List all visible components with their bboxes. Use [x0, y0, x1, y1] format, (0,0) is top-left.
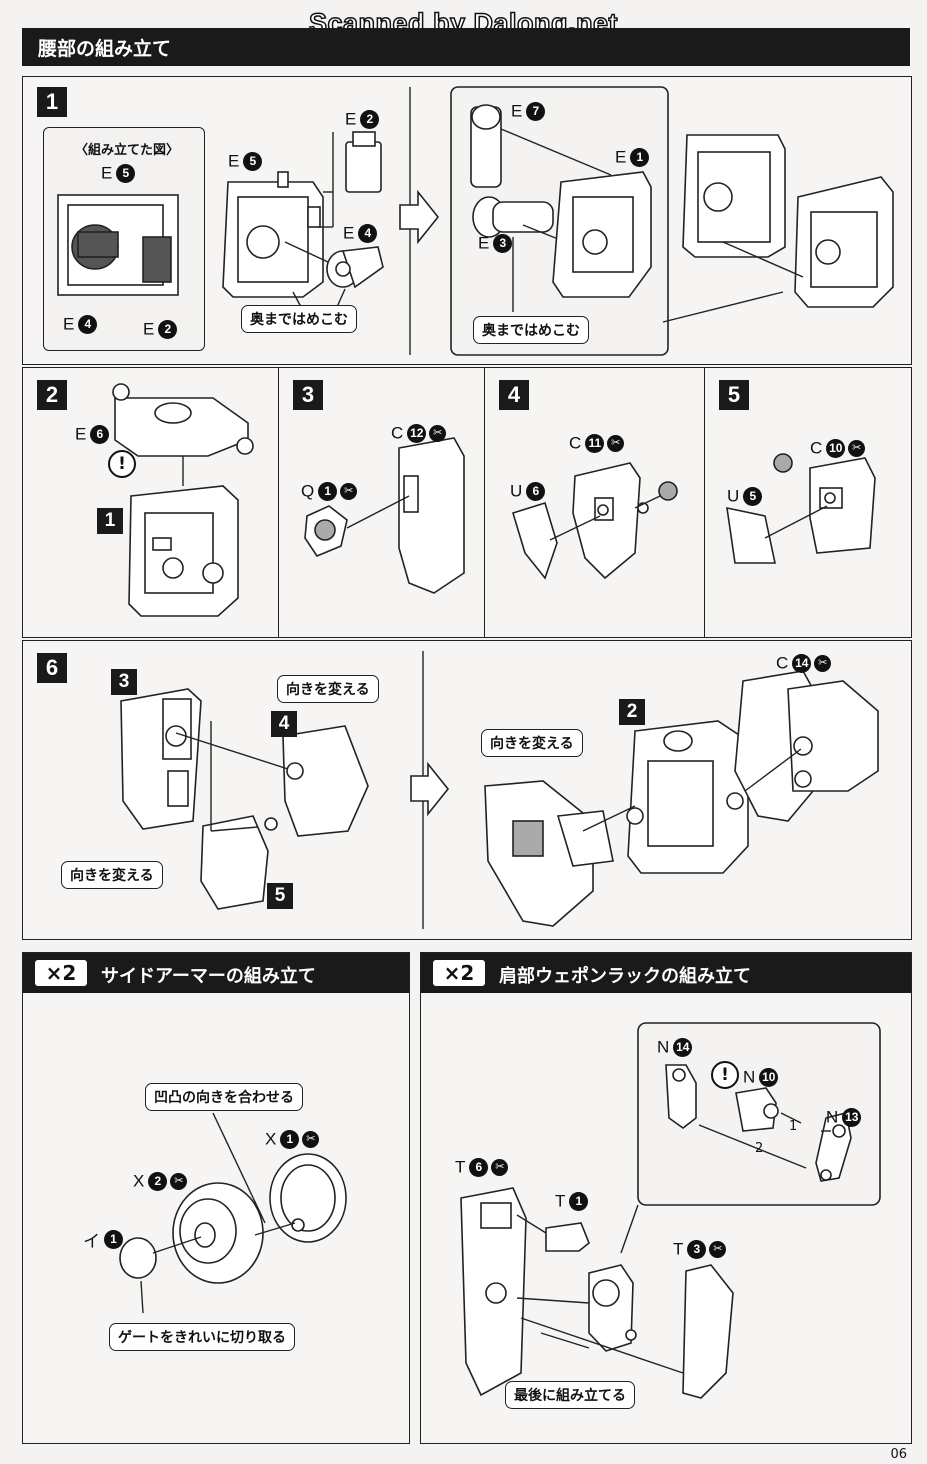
step-number: 1 — [37, 87, 67, 117]
turn-callout-3: 向きを変える — [481, 729, 583, 757]
cut-icon: ✂ — [170, 1173, 188, 1191]
step-1-illustration — [57, 86, 894, 356]
cut-icon: ✂ — [709, 1241, 727, 1259]
cut-icon: ✂ — [607, 435, 625, 453]
weapon-rack-illustration — [460, 1022, 881, 1399]
cut-icon: ✂ — [429, 425, 447, 443]
step-6-illustration — [120, 651, 879, 929]
step-number: 2 — [37, 380, 67, 410]
cut-icon: ✂ — [302, 1131, 320, 1149]
align-callout: 凹凸の向きを合わせる — [145, 1083, 303, 1111]
step-number: 5 — [719, 380, 749, 410]
cut-icon: ✂ — [340, 483, 358, 501]
order-2: 2 — [755, 1141, 764, 1156]
ref-step-1: 1 — [97, 508, 123, 534]
step-2-illustration — [112, 383, 254, 617]
turn-callout-1: 向きを変える — [277, 675, 379, 703]
press-fully-callout-2: 奥まではめこむ — [473, 316, 589, 344]
assemble-last-callout: 最後に組み立てる — [505, 1381, 635, 1409]
press-fully-callout: 奥まではめこむ — [241, 305, 357, 333]
order-1: 1 — [789, 1119, 798, 1134]
inset-title: 〈組み立てた図〉 — [75, 142, 180, 157]
weapon-rack-title: 肩部ウェポンラックの組み立て — [499, 966, 751, 987]
turn-callout-2: 向きを変える — [61, 861, 163, 889]
side-armor-illustration — [119, 1112, 347, 1314]
ref-step-2: 2 — [619, 699, 645, 725]
gate-callout: ゲートをきれいに切り取る — [109, 1323, 295, 1351]
side-armor-title: サイドアーマーの組み立て — [101, 966, 316, 987]
multiplier-badge: ×2 — [35, 960, 87, 986]
step-number: 6 — [37, 653, 67, 683]
step-6-panel: 6 3 向きを変える 4 向きを — [22, 640, 912, 940]
section-title: 腰部の組み立て — [38, 38, 172, 60]
ref-step-5: 5 — [267, 883, 293, 909]
cut-icon: ✂ — [491, 1159, 509, 1177]
ref-step-4: 4 — [271, 711, 297, 737]
page-number: 06 — [890, 1447, 907, 1462]
cut-icon: ✂ — [814, 655, 832, 673]
section-header: 腰部の組み立て — [22, 28, 910, 66]
step-3-illustration — [304, 437, 465, 594]
caution-icon: ! — [108, 450, 136, 478]
step-5-illustration — [726, 453, 876, 564]
step-1-panel: 1 〈組み立てた図〉 — [22, 76, 912, 365]
step-4-illustration — [512, 462, 678, 580]
multiplier-badge: ×2 — [433, 960, 485, 986]
ref-step-3: 3 — [111, 669, 137, 695]
caution-icon: ! — [711, 1061, 739, 1089]
weapon-rack-header: ×2 肩部ウェポンラックの組み立て — [421, 953, 911, 993]
step-number: 3 — [293, 380, 323, 410]
side-armor-header: ×2 サイドアーマーの組み立て — [23, 953, 409, 993]
cut-icon: ✂ — [848, 440, 866, 458]
step-number: 4 — [499, 380, 529, 410]
